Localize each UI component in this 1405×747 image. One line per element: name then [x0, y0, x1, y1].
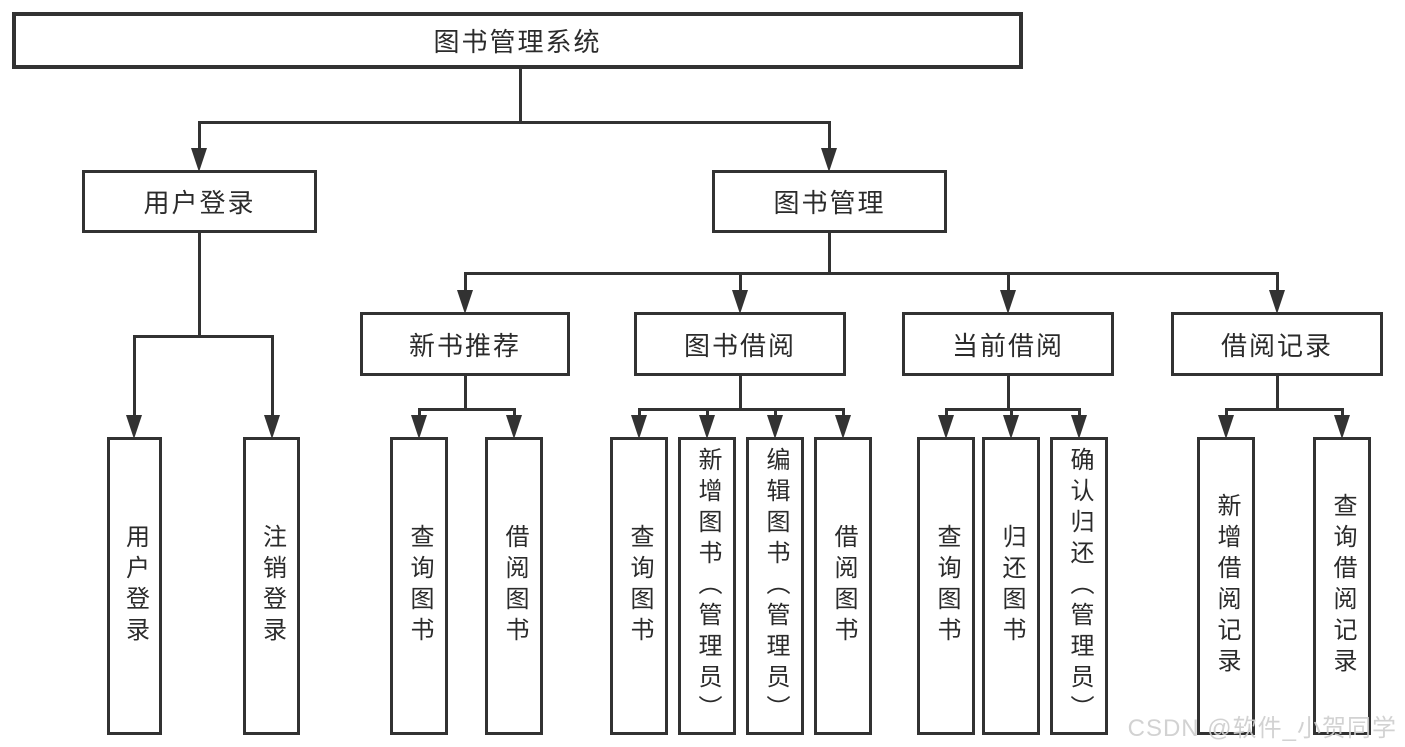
node-label: 注销登录	[258, 524, 286, 648]
node-label: 图书借阅	[683, 330, 796, 361]
node-label: 用户登录	[121, 524, 149, 648]
connector-line	[1275, 272, 1279, 294]
leaf-current-confirm-return-admin: 确认归还（管理员）	[1050, 437, 1108, 735]
node-label: 借阅图书	[830, 524, 857, 648]
node-label: 图书管理系统	[433, 27, 602, 57]
node-new-book-recommend: 新书推荐	[360, 312, 570, 376]
connector-line	[417, 408, 421, 419]
leaf-borrowing-add-book-admin: 新增图书（管理员）	[678, 437, 736, 735]
arrow-down-icon	[506, 415, 522, 439]
leaf-borrowing-query-books: 查询图书	[610, 437, 668, 735]
connector-line	[463, 272, 1279, 275]
node-label: 借阅记录	[1220, 330, 1333, 361]
arrow-down-icon	[732, 290, 748, 314]
node-label: 归还图书	[998, 524, 1025, 648]
node-label: 编辑图书（管理员）	[762, 446, 789, 726]
connector-line	[132, 335, 274, 338]
node-label: 新增图书（管理员）	[694, 446, 721, 726]
connector-line	[773, 408, 777, 419]
arrow-down-icon	[699, 415, 715, 439]
connector-line	[705, 408, 709, 419]
leaf-borrowing-edit-book-admin: 编辑图书（管理员）	[746, 437, 804, 735]
leaf-records-add-borrow-record: 新增借阅记录	[1197, 437, 1255, 735]
arrow-down-icon	[1071, 415, 1087, 439]
leaf-user-login: 用户登录	[107, 437, 162, 735]
arrow-down-icon	[1218, 415, 1234, 439]
connector-line	[417, 408, 516, 411]
node-label: 当前借阅	[951, 330, 1064, 361]
arrow-down-icon	[1269, 290, 1285, 314]
connector-line	[463, 376, 467, 411]
csdn-watermark: CSDN @软件_小贺同学	[1127, 715, 1397, 742]
arrow-down-icon	[457, 290, 473, 314]
connector-line	[841, 408, 845, 419]
connector-line	[512, 408, 516, 419]
connector-line	[944, 408, 1081, 411]
node-label: 查询图书	[933, 524, 960, 648]
node-book-borrowing: 图书借阅	[634, 312, 846, 376]
arrow-down-icon	[126, 415, 142, 439]
connector-line	[738, 376, 742, 411]
connector-line	[1224, 408, 1344, 411]
node-label: 图书管理	[773, 188, 886, 218]
node-user-login: 用户登录	[82, 170, 317, 233]
connector-line	[1006, 376, 1010, 411]
node-root-library-system: 图书管理系统	[12, 12, 1023, 69]
arrow-down-icon	[264, 415, 280, 439]
connector-line	[1224, 408, 1228, 419]
leaf-current-return-books: 归还图书	[982, 437, 1040, 735]
arrow-down-icon	[1003, 415, 1019, 439]
node-label: 查询图书	[406, 524, 433, 648]
arrow-down-icon	[411, 415, 427, 439]
node-label: 新书推荐	[408, 330, 521, 361]
connector-line	[197, 121, 831, 124]
connector-line	[827, 121, 831, 152]
node-label: 借阅图书	[501, 524, 528, 648]
connector-line	[270, 335, 274, 419]
leaf-current-query-books: 查询图书	[917, 437, 975, 735]
arrow-down-icon	[835, 415, 851, 439]
node-label: 确认归还（管理员）	[1066, 446, 1093, 726]
connector-line	[197, 233, 201, 338]
leaf-records-query-borrow-record: 查询借阅记录	[1313, 437, 1371, 735]
node-book-management: 图书管理	[712, 170, 947, 233]
arrow-down-icon	[1334, 415, 1350, 439]
node-current-borrowing: 当前借阅	[902, 312, 1114, 376]
connector-line	[944, 408, 948, 419]
connector-line	[1275, 376, 1279, 411]
connector-line	[1077, 408, 1081, 419]
arrow-down-icon	[191, 148, 207, 172]
arrow-down-icon	[1000, 290, 1016, 314]
connector-line	[738, 272, 742, 294]
node-label: 新增借阅记录	[1213, 493, 1240, 679]
connector-line	[637, 408, 641, 419]
node-label: 查询图书	[626, 524, 653, 648]
arrow-down-icon	[938, 415, 954, 439]
connector-line	[132, 335, 136, 419]
connector-line	[197, 121, 201, 152]
connector-line	[1009, 408, 1013, 419]
node-label: 查询借阅记录	[1329, 493, 1356, 679]
connector-line	[463, 272, 467, 294]
leaf-newbook-query-books: 查询图书	[390, 437, 448, 735]
node-label: 用户登录	[143, 188, 256, 218]
arrow-down-icon	[631, 415, 647, 439]
connector-line	[637, 408, 845, 411]
leaf-borrowing-borrow-books: 借阅图书	[814, 437, 872, 735]
leaf-logout: 注销登录	[243, 437, 300, 735]
arrow-down-icon	[767, 415, 783, 439]
node-borrow-records: 借阅记录	[1171, 312, 1383, 376]
arrow-down-icon	[821, 148, 837, 172]
connector-line	[1006, 272, 1010, 294]
connector-line	[518, 68, 522, 124]
connector-line	[827, 233, 831, 275]
leaf-newbook-borrow-books: 借阅图书	[485, 437, 543, 735]
connector-line	[1340, 408, 1344, 419]
